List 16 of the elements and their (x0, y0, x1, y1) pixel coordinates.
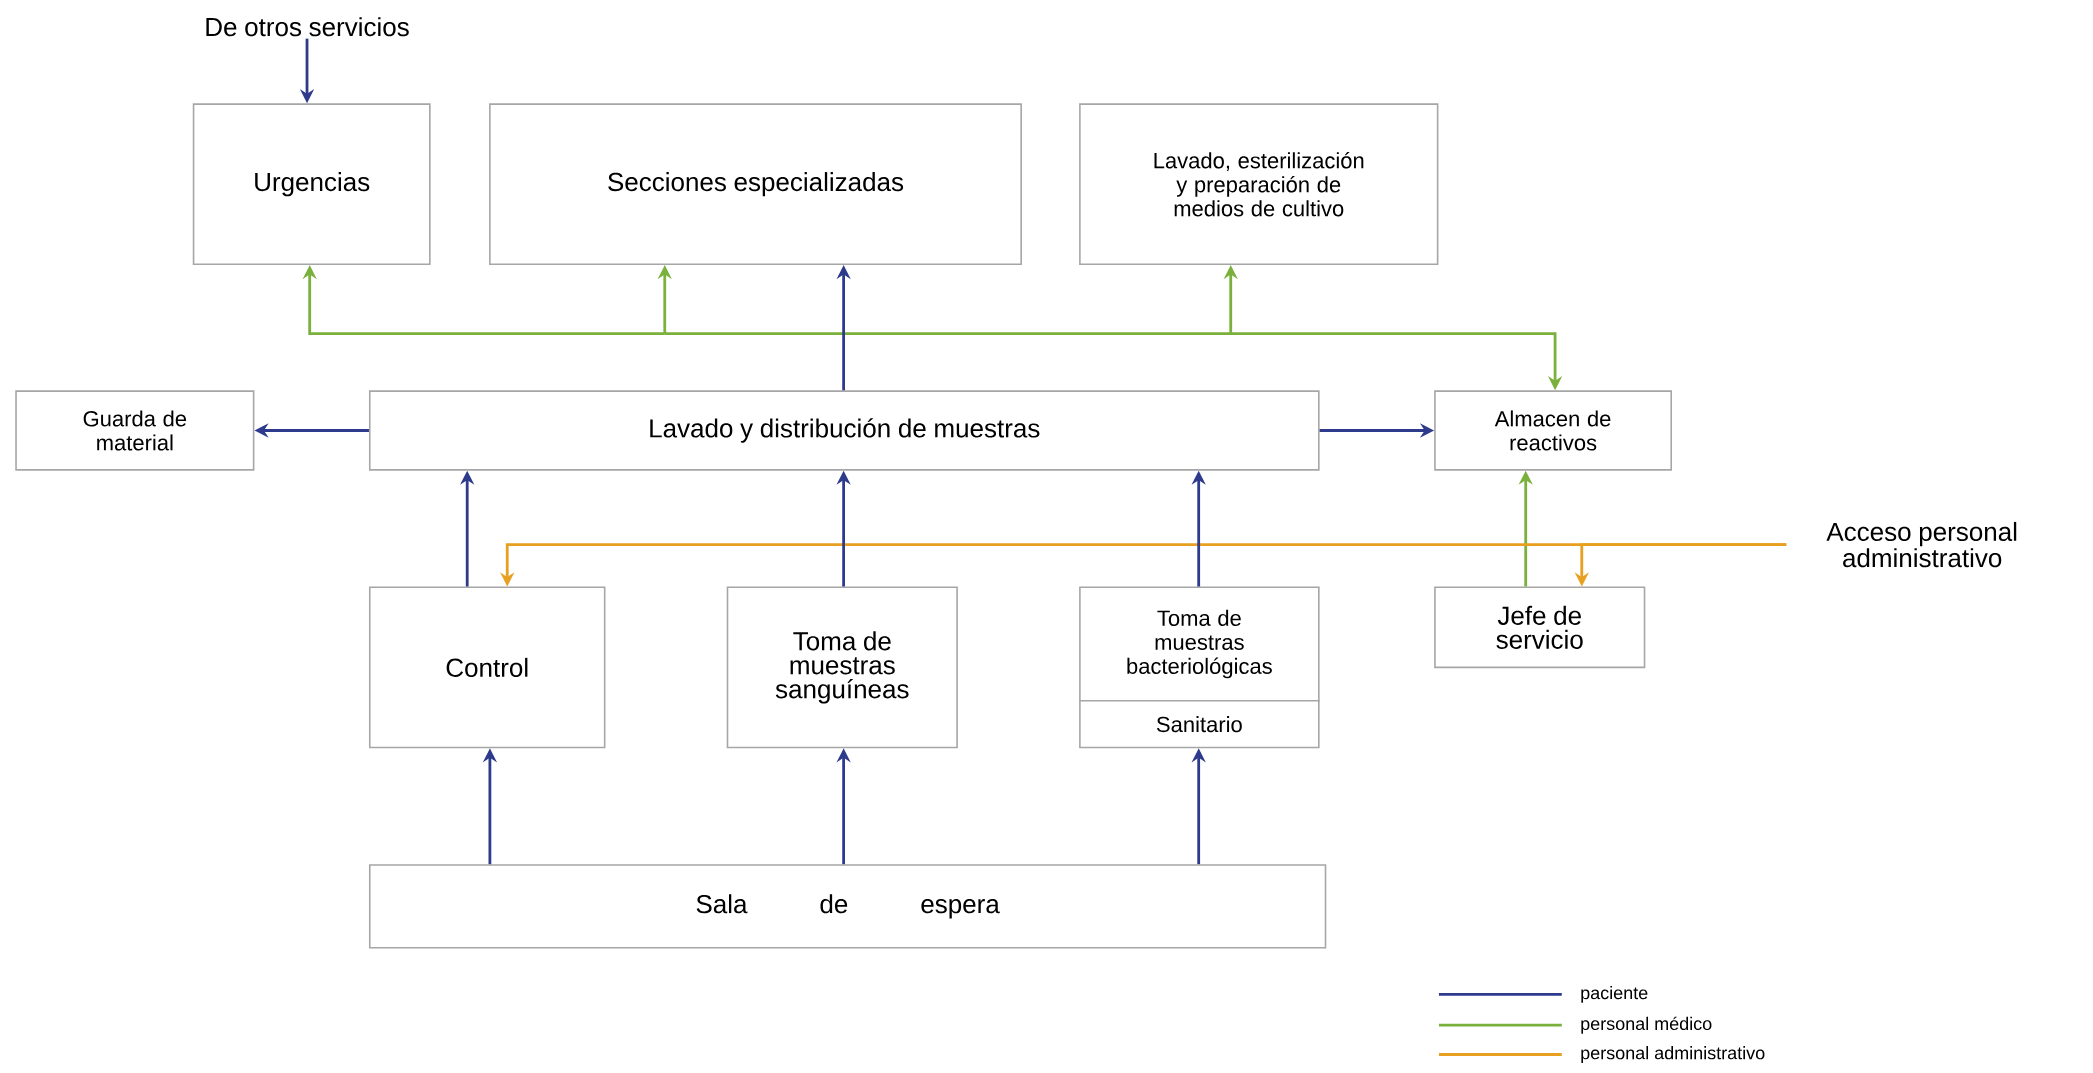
room-box: Almacen de reactivos (1434, 390, 1672, 471)
room-box: Secciones especializadas (489, 103, 1022, 265)
legend-label: paciente (1581, 985, 1648, 1003)
room-box: Sanitario (1079, 699, 1320, 749)
room-box: Lavado y distribución de muestras (368, 390, 1320, 471)
legend-label: personal médico (1581, 1016, 1712, 1034)
room-box: Guarda de material (15, 390, 255, 471)
legend-label: personal administrativo (1581, 1046, 1765, 1063)
room-box: Jefe de servicio (1434, 586, 1646, 669)
room-box: Urgencias (192, 103, 431, 265)
room-box: Lavado, esterilización y preparación de medios de cultivo (1079, 103, 1439, 265)
entry-label: De otros servicios (206, 17, 409, 37)
room-box: Toma de muestras sanguíneas (726, 586, 958, 749)
waiting-room-box: Sala de espera (368, 864, 1327, 949)
entry-label: Acceso personal administrativo (1826, 521, 2017, 568)
room-box: Control (368, 586, 606, 749)
